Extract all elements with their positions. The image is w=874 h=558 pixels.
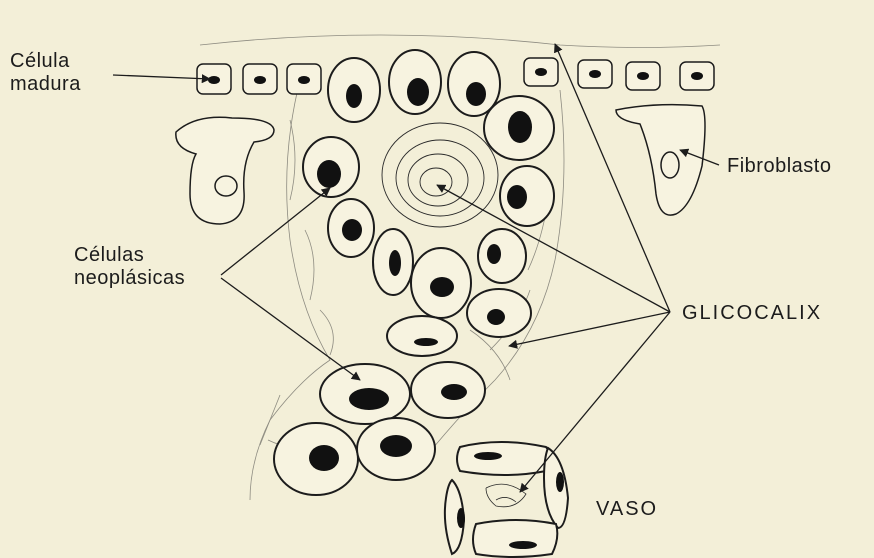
glycocalyx-label: GLICOCALIX: [682, 302, 822, 325]
neoplastic-cells-label-line1: Células: [74, 244, 185, 267]
fibroblast-cell: [616, 105, 705, 215]
blood-vessel: [445, 442, 568, 557]
fibroblast-label: Fibroblasto: [727, 155, 831, 178]
neoplastic-cells-label-line2: neoplásicas: [74, 267, 185, 290]
neoplastic-cells-label: Células neoplásicas: [74, 244, 185, 290]
left-gland-cell: [176, 117, 274, 224]
mature-cell-label: Célula madura: [10, 50, 81, 96]
glycocalyx-swirl: [382, 123, 498, 227]
vessel-label: VASO: [596, 498, 658, 521]
mature-cell-label-line2: madura: [10, 73, 81, 96]
mature-cell-label-line1: Célula: [10, 50, 81, 73]
vessel-lumen-texture: [486, 484, 526, 507]
